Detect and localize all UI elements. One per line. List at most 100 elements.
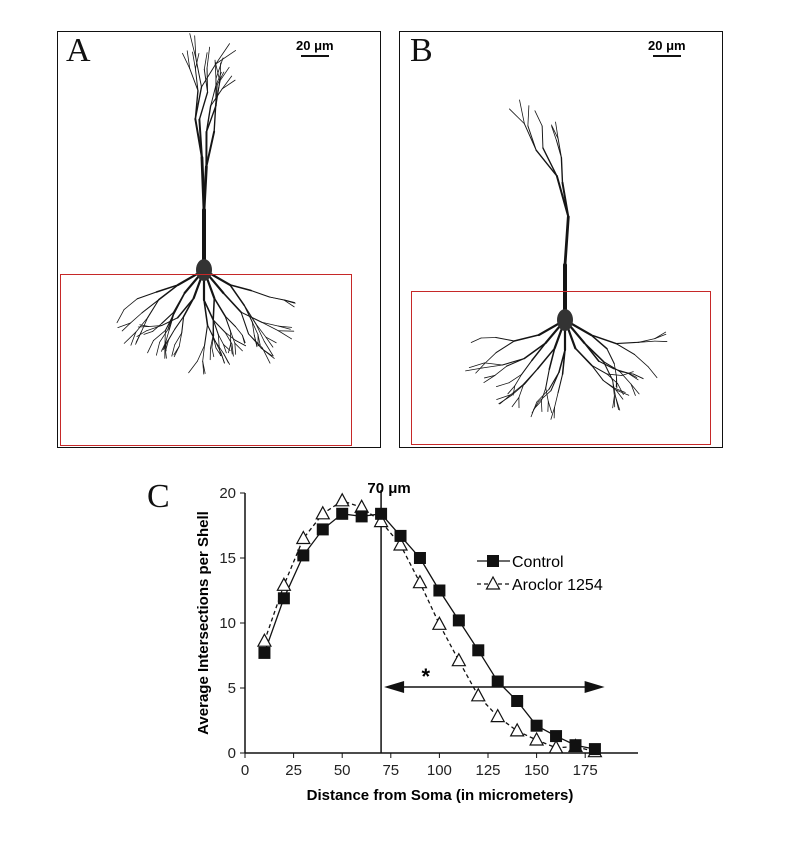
dendrite-branch	[574, 347, 593, 367]
dendrite-branch	[146, 325, 163, 332]
y-tick-label: 10	[219, 615, 236, 632]
dendrite-branch	[188, 360, 198, 374]
dendrite-branch	[484, 374, 496, 379]
dendrite-branch	[557, 373, 564, 394]
control-point	[569, 739, 582, 752]
dendrite-branch	[182, 52, 191, 70]
dendrite-branch	[197, 344, 205, 362]
scale-bar-a: 20 μm	[296, 38, 334, 57]
dendrite-branch	[507, 385, 516, 395]
dendrite-branch	[496, 394, 512, 400]
control-point	[258, 646, 271, 659]
dendrite-branch	[527, 125, 537, 151]
dendrite-branch	[638, 338, 656, 343]
dendrite-branch	[217, 334, 224, 346]
y-tick-label: 0	[228, 745, 236, 762]
aroclor-point	[256, 632, 272, 647]
dendrite-branch	[173, 345, 180, 358]
dendrite-branch	[606, 348, 615, 365]
dendrite-branch	[563, 215, 570, 267]
dendrite-branch	[217, 334, 220, 347]
control-point	[530, 719, 543, 732]
control-point	[336, 507, 349, 520]
dendrite-branch	[241, 334, 246, 344]
dendrite-branch	[606, 373, 619, 384]
dendrite-branch	[224, 331, 233, 345]
control-point	[433, 584, 446, 597]
dendrite-branch	[523, 368, 539, 385]
dendrite-branch	[155, 341, 161, 356]
dendrite-branch	[615, 341, 640, 345]
dendrite-branch	[220, 352, 225, 364]
control-point	[375, 507, 388, 520]
dendrite-branch	[496, 382, 510, 388]
dendrite-branch	[512, 385, 516, 396]
x-tick-label: 0	[241, 762, 249, 779]
dendrite-branch	[205, 130, 216, 168]
dendrite-branch	[204, 324, 209, 346]
dendrite-branch	[602, 380, 615, 389]
dendrite-branch	[164, 313, 175, 332]
dendrite-branch	[223, 352, 229, 364]
dendrite-branch	[159, 328, 169, 343]
dendrite-branch	[171, 344, 176, 357]
dendrite-branch	[215, 347, 222, 357]
dendrite-branch	[158, 284, 179, 301]
dendrite-branch	[123, 331, 137, 344]
dendrite-branch	[143, 330, 154, 335]
scale-bar-label: 20 μm	[296, 38, 334, 53]
soma	[557, 309, 573, 331]
dendrite-branch	[615, 396, 621, 411]
dendrite-branch	[200, 156, 206, 212]
x-tick-label: 100	[427, 762, 452, 779]
aroclor-point	[529, 731, 545, 746]
dendrite-branch	[230, 330, 236, 344]
dendrite-branch	[510, 383, 525, 396]
dendrite-branch	[206, 324, 216, 342]
control-point	[297, 549, 310, 562]
dendrite-branch	[542, 147, 558, 177]
dendrite-branch	[123, 298, 138, 310]
dendrite-branch	[475, 363, 485, 374]
dendrite-branch	[518, 383, 525, 398]
dendrite-branch	[181, 316, 185, 334]
dendrite-branch	[627, 372, 638, 378]
dendrite-branch	[229, 284, 246, 307]
dendrite-branch	[234, 342, 237, 355]
x-tick-label: 175	[573, 762, 598, 779]
dendrite-branch	[215, 43, 230, 65]
neuron-b-drawing	[465, 99, 668, 420]
dendrite-branch	[161, 341, 167, 352]
dendrite-branch	[561, 181, 570, 218]
dendrite-branch	[278, 325, 291, 330]
dendrite-branch	[523, 342, 547, 360]
control-point	[277, 592, 290, 605]
aroclor-point	[354, 499, 370, 513]
y-tick-label: 20	[219, 485, 236, 502]
series-line-control	[263, 513, 596, 750]
dendrite-branch	[560, 156, 564, 184]
dendrite-branch	[206, 46, 211, 69]
aroclor-point	[490, 708, 506, 723]
dendrite-branch	[537, 390, 552, 403]
dendrite-branch	[612, 395, 615, 409]
dendrite-branch	[192, 51, 196, 70]
dendrite-branch	[255, 323, 265, 342]
aroclor-point	[451, 652, 467, 667]
y-tick-label: 5	[228, 680, 236, 697]
dendrite-branch	[210, 88, 223, 107]
dendrite-branch	[536, 347, 556, 370]
dendrite-branch	[638, 340, 656, 343]
dendrite-branch	[263, 340, 274, 357]
dendrite-branch	[210, 85, 217, 107]
dendrite-branch	[602, 361, 621, 372]
dendrite-branch	[155, 284, 179, 293]
dendrite-branch	[621, 371, 634, 376]
dendrite-branch	[602, 361, 614, 381]
dendrite-branch	[206, 67, 209, 93]
dendrite-branch	[136, 330, 147, 337]
dendrite-branch	[550, 406, 555, 420]
dendrite-branch	[545, 368, 550, 389]
dendrite-branch	[195, 53, 200, 70]
dendrite-branch	[514, 374, 523, 387]
